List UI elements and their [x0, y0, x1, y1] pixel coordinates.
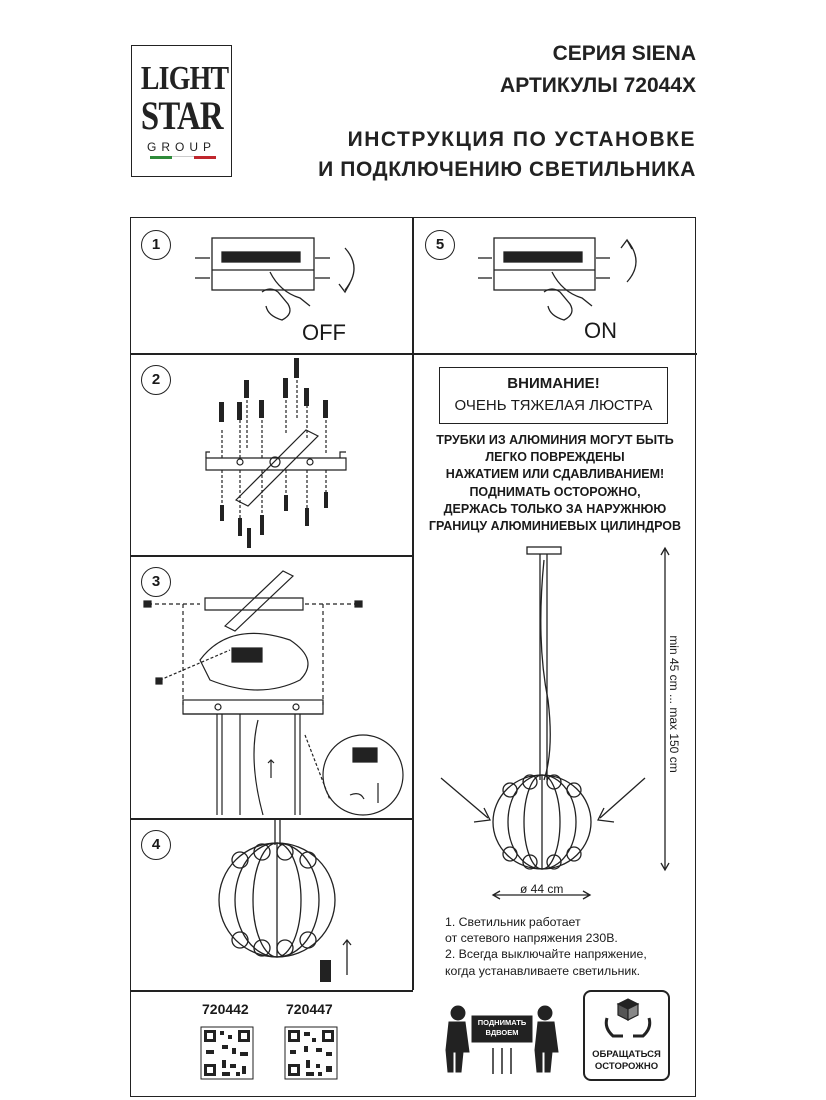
model-code-1: 720442 [202, 1001, 249, 1017]
breaker-panel-on-icon [478, 237, 637, 321]
instruction-title-line1: ИНСТРУКЦИЯ ПО УСТАНОВКЕ [347, 128, 696, 151]
step-3-number: 3 [141, 567, 171, 597]
instruction-title-line2: И ПОДКЛЮЧЕНИЮ СВЕТИЛЬНИКА [318, 158, 696, 181]
step-4-number: 4 [141, 830, 171, 860]
handle-with-care-line1: ОБРАЩАТЬСЯ [592, 1049, 661, 1060]
on-label: ON [584, 318, 617, 343]
note-line: 1. Светильник работает [445, 915, 581, 929]
notes: 1. Светильник работает от сетевого напря… [445, 914, 647, 979]
caution-line: ТРУБКИ ИЗ АЛЮМИНИЯ МОГУТ БЫТЬ [436, 433, 674, 447]
caution-line: ГРАНИЦУ АЛЮМИНИЕВЫХ ЦИЛИНДРОВ [428, 519, 682, 534]
lift-together-label: ПОДНИМАТЬ ВДВОЕМ [477, 1018, 527, 1037]
grid-divider-3 [131, 818, 413, 820]
warning-subtitle: ОЧЕНЬ ТЯЖЕЛАЯ ЛЮСТРА [454, 397, 653, 414]
grid-divider-2 [131, 555, 413, 557]
handle-with-care-line2: ОСТОРОЖНО [594, 1061, 659, 1072]
flag-white-stripe [172, 156, 194, 160]
fragile-box-icon [604, 998, 652, 1038]
caution-line: ПОДНИМАТЬ ОСТОРОЖНО, [469, 484, 641, 499]
warning-title: ВНИМАНИЕ! [507, 375, 600, 392]
series-title: СЕРИЯ SIENA [552, 42, 696, 65]
warning-box: ВНИМАНИЕ! ОЧЕНЬ ТЯЖЕЛАЯ ЛЮСТРА [439, 367, 668, 424]
logo-line2: STAR [140, 93, 224, 138]
step-1-number: 1 [141, 230, 171, 260]
handle-with-care-badge: ОБРАЩАТЬСЯ ОСТОРОЖНО [583, 990, 670, 1081]
handle-with-care-label: ОБРАЩАТЬСЯ ОСТОРОЖНО [585, 1049, 668, 1073]
note-line: от сетевого напряжения 230В. [445, 931, 618, 946]
step-5-number: 5 [425, 230, 455, 260]
caution-text: ТРУБКИ ИЗ АЛЮМИНИЯ МОГУТ БЫТЬ ЛЕГКО ПОВР… [424, 432, 686, 535]
off-label: OFF [302, 320, 346, 345]
caution-line: ЛЕГКО ПОВРЕЖДЕНЫ [485, 450, 625, 465]
caution-line: НАЖАТИЕМ ИЛИ СДАВЛИВАНИЕМ! [445, 467, 665, 482]
breaker-panel-off-icon [195, 237, 355, 321]
logo-line1: LIGHT [140, 60, 229, 97]
caution-line: ДЕРЖАСЬ ТОЛЬКО ЗА НАРУЖНЮЮ [443, 501, 667, 516]
diameter-dimension-label: ø 44 cm [520, 882, 564, 896]
flag-green-stripe [150, 156, 172, 159]
note-line: когда устанавливаете светильник. [445, 963, 641, 978]
grid-divider-4 [131, 990, 413, 992]
note-line: 2. Всегда выключайте напряжение, [445, 947, 647, 962]
qr-code-icon [200, 1026, 254, 1080]
logo-line3: GROUP [146, 140, 216, 154]
instruction-grid [130, 217, 697, 1097]
brand-logo: LIGHT STAR GROUP [131, 45, 232, 177]
step-2-number: 2 [141, 365, 171, 395]
articles-title: АРТИКУЛЫ 72044X [500, 74, 696, 97]
qr-code-icon [284, 1026, 338, 1080]
grid-divider-1 [131, 353, 697, 355]
model-code-2: 720447 [286, 1001, 333, 1017]
grid-vertical-divider [412, 218, 414, 990]
flag-red-stripe [194, 156, 216, 159]
